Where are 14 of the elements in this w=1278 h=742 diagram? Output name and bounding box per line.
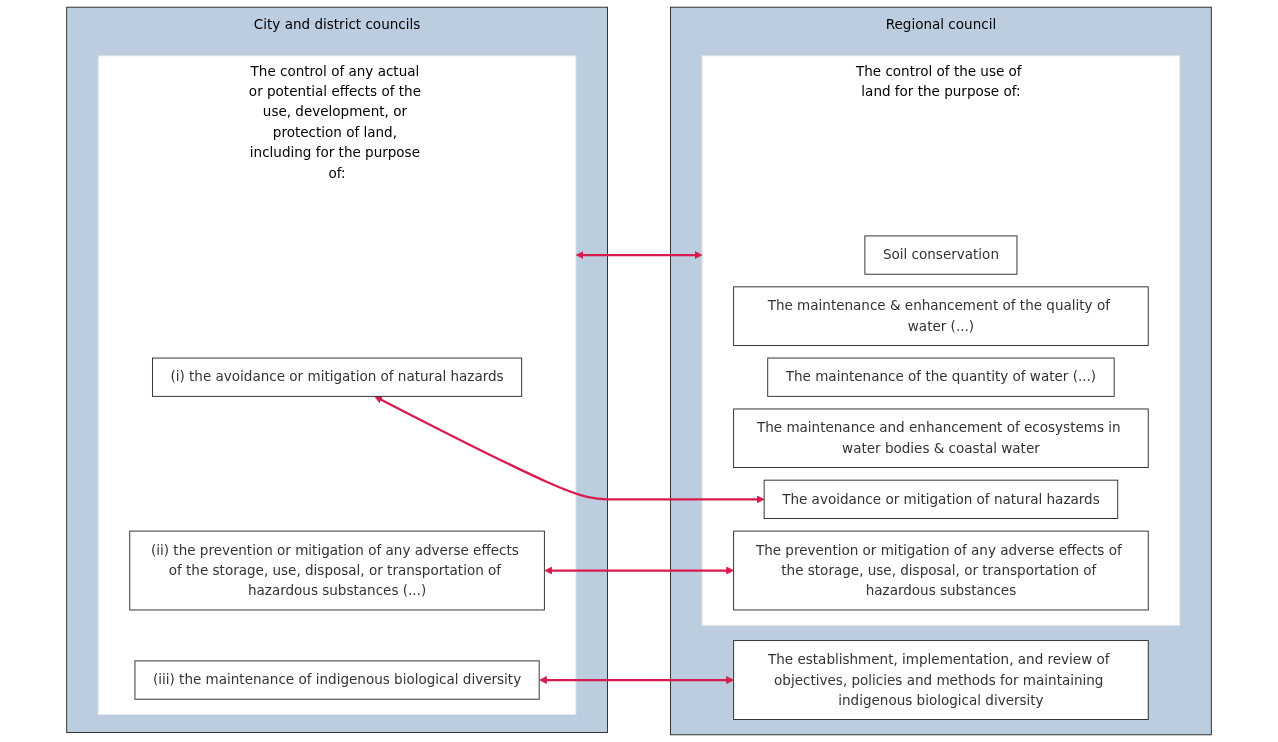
node-box: The maintenance of the quantity of water (...): [767, 357, 1115, 397]
node-box: Soil conservation: [864, 235, 1018, 275]
arrow: [544, 566, 734, 575]
node-box: (i) the avoidance or mitigation of natural hazards: [152, 357, 523, 397]
node-box: The establishment, implementation, and review of objectives, policies and methods for maintaining indigenous biological diversity: [733, 640, 1149, 720]
node-box: (ii) the prevention or mitigation of any adverse effects of the storage, use, disposal, or transportation of hazardous substances (...): [129, 530, 545, 611]
arrow: [575, 251, 703, 260]
arrow: [374, 396, 765, 504]
node-box: (iii) the maintenance of indigenous biological diversity: [134, 660, 540, 700]
arrow: [539, 676, 734, 684]
node-box: The maintenance & enhancement of the quality of water (...): [733, 286, 1149, 346]
node-box: The prevention or mitigation of any adverse effects of the storage, use, disposal, or transportation of hazardous substances: [733, 530, 1149, 611]
node-box: The maintenance and enhancement of ecosystems in water bodies & coastal water: [733, 408, 1149, 468]
node-box: The avoidance or mitigation of natural hazards: [763, 479, 1119, 519]
